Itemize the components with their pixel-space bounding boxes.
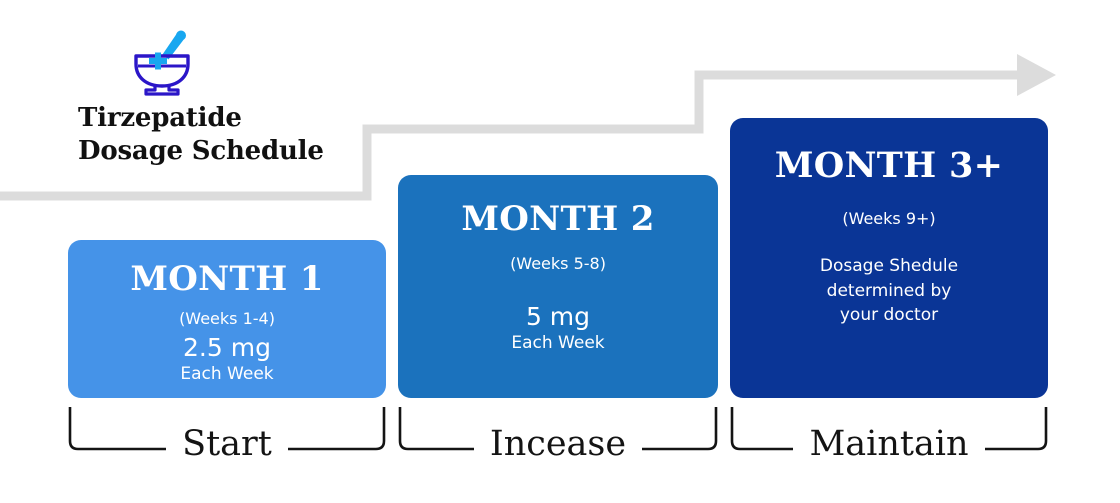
header-block: Tirzepatide Dosage Schedule bbox=[78, 30, 348, 168]
card-title: MONTH 3+ bbox=[774, 145, 1004, 186]
stage-label: Incease bbox=[398, 424, 718, 464]
page-title: Tirzepatide Dosage Schedule bbox=[78, 103, 324, 166]
card-title: MONTH 1 bbox=[130, 259, 324, 299]
card-weeks: (Weeks 9+) bbox=[842, 209, 936, 228]
card-frequency: Each Week bbox=[511, 332, 605, 353]
dosage-card-month-1: MONTH 1 (Weeks 1-4) 2.5 mg Each Week bbox=[68, 240, 386, 398]
card-dose: 5 mg bbox=[525, 302, 591, 332]
stage-label: Start bbox=[68, 424, 386, 464]
card-note: Dosage Shedule determined by your doctor bbox=[819, 256, 959, 326]
card-frequency: Each Week bbox=[180, 363, 274, 384]
dosage-card-month-2: MONTH 2 (Weeks 5-8) 5 mg Each Week bbox=[398, 175, 718, 398]
card-dose: 2.5 mg bbox=[183, 333, 271, 363]
dosage-card-month-3-plus: MONTH 3+ (Weeks 9+) Dosage Shedule deter… bbox=[730, 118, 1048, 398]
stage-label: Maintain bbox=[730, 424, 1048, 464]
card-title: MONTH 2 bbox=[461, 199, 655, 239]
stage-maintain: Maintain bbox=[730, 407, 1048, 479]
card-weeks: (Weeks 5-8) bbox=[510, 254, 606, 273]
card-weeks: (Weeks 1-4) bbox=[179, 309, 275, 328]
stage-increase: Incease bbox=[398, 407, 718, 479]
stage-start: Start bbox=[68, 407, 386, 479]
mortar-and-pestle-icon bbox=[134, 30, 190, 96]
